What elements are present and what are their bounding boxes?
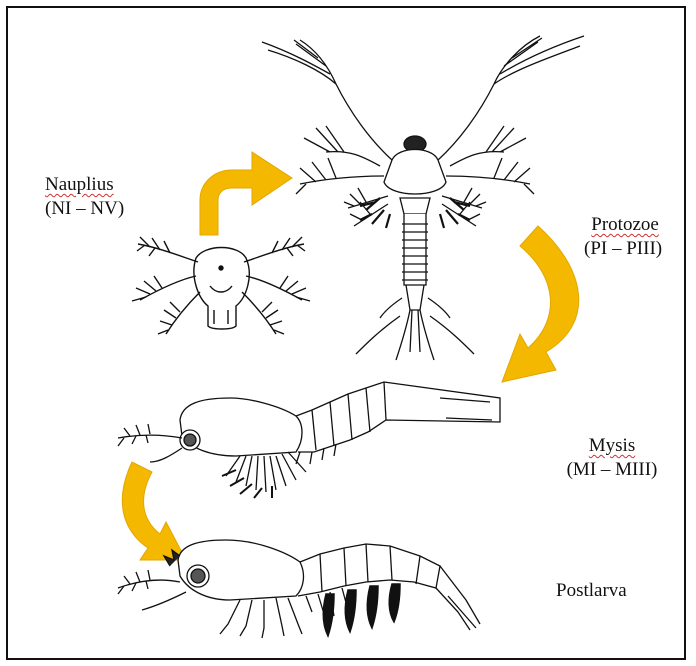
stage-range: (MI – MIII)	[567, 459, 658, 480]
stage-name: Mysis	[589, 435, 635, 456]
label-mysis: Mysis (MI – MIII)	[552, 434, 672, 482]
arrow-protozoe-to-mysis	[502, 226, 579, 382]
label-postlarva: Postlarva	[556, 579, 627, 603]
protozoe-illustration	[262, 36, 584, 360]
postlarva-dark-pleopods	[323, 584, 400, 636]
mysis-illustration	[118, 382, 500, 492]
stage-name: Nauplius	[45, 174, 114, 195]
postlarva-illustration	[118, 540, 480, 638]
arrow-nauplius-to-protozoe	[200, 152, 292, 235]
stage-range: (NI – NV)	[45, 198, 124, 219]
label-nauplius: Nauplius (NI – NV)	[45, 173, 124, 221]
stage-name: Protozoe	[591, 214, 659, 235]
stage-range: (PI – PIII)	[584, 238, 662, 259]
nauplius-illustration	[132, 237, 310, 334]
label-protozoe: Protozoe (PI – PIII)	[588, 213, 662, 261]
arrow-mysis-to-postlarva	[122, 462, 186, 560]
stage-name: Postlarva	[556, 580, 627, 601]
